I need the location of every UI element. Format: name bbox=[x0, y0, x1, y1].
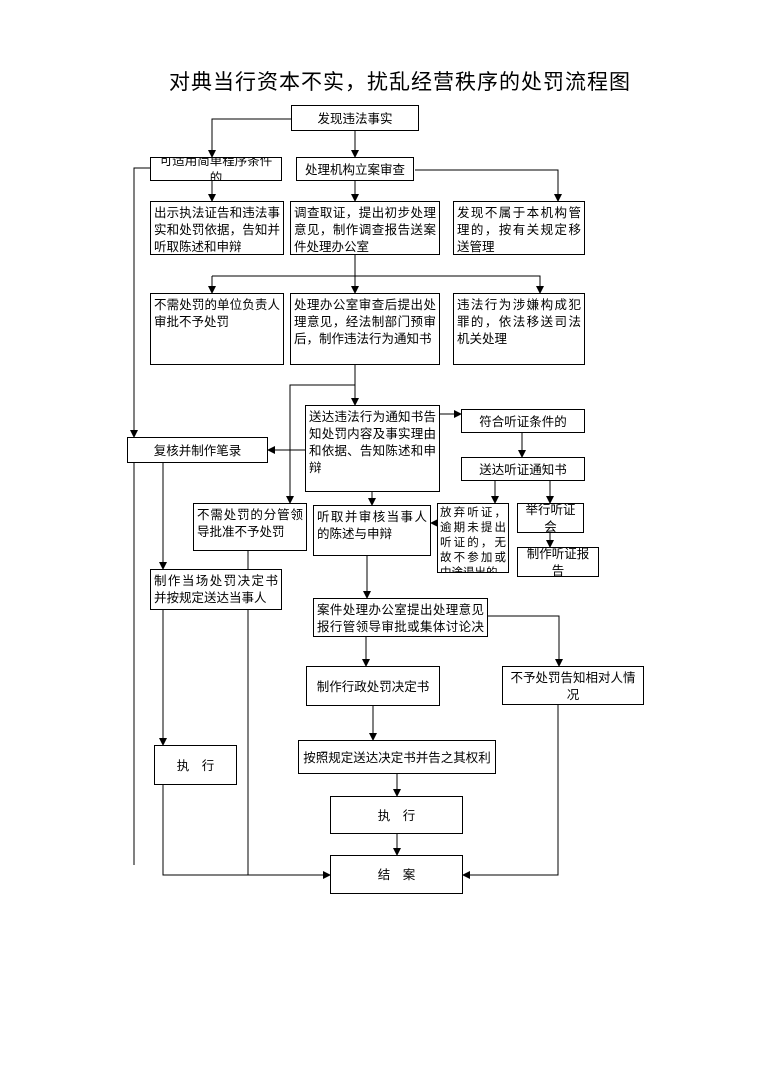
show-certificate-node: 出示执法证告和违法事实和处罚依据，告知并听取陈述和申辩 bbox=[150, 201, 284, 255]
page-title: 对典当行资本不实，扰乱经营秩序的处罚流程图 bbox=[169, 70, 631, 94]
hearing-report-node: 制作听证报告 bbox=[517, 547, 599, 577]
hold-hearing-node: 举行听证会 bbox=[517, 503, 584, 533]
deliver-decision-node: 按照规定送达决定书并告之其权利 bbox=[298, 740, 496, 774]
deliver-notice-node: 送达违法行为通知书告知处罚内容及事实理由和依据、告知陈述和申辩 bbox=[305, 405, 440, 492]
hearing-notice-node: 送达听证通知书 bbox=[461, 457, 585, 481]
no-penalty-leader-node: 不需处罚的分管领导批准不予处罚 bbox=[193, 503, 307, 551]
hearing-condition-node: 符合听证条件的 bbox=[461, 409, 585, 433]
office-review-node: 处理办公室审查后提出处理意见，经法制部门预审后，制作违法行为通知书 bbox=[290, 293, 440, 365]
no-penalty-unit-node: 不需处罚的单位负责人审批不予处罚 bbox=[150, 293, 284, 365]
office-opinion-node: 案件处理办公室提出处理意见报行管领导审批或集体讨论决定 bbox=[313, 598, 488, 637]
crime-transfer-node: 违法行为涉嫌构成犯罪的，依法移送司法机关处理 bbox=[453, 293, 585, 365]
discover-node: 发现违法事实 bbox=[291, 105, 419, 131]
onsite-decision-node: 制作当场处罚决定书并按规定送达当事人 bbox=[150, 569, 282, 610]
close-case-node: 结 案 bbox=[330, 855, 463, 894]
execute-main-node: 执 行 bbox=[330, 796, 463, 834]
review-record-node: 复核并制作笔录 bbox=[127, 437, 268, 463]
simple-procedure-node: 可适用简单程序条件的 bbox=[150, 157, 282, 181]
investigate-node: 调查取证，提出初步处理意见，制作调查报告送案件处理办公室 bbox=[290, 201, 440, 255]
case-review-node: 处理机构立案审查 bbox=[296, 157, 414, 181]
admin-decision-node: 制作行政处罚决定书 bbox=[306, 666, 440, 706]
give-up-hearing-node: 放弃听证，逾期未提出听证的，无故不参加或中途退出的 bbox=[437, 503, 509, 573]
not-jurisdiction-node: 发现不属于本机构管理的，按有关规定移送管理 bbox=[453, 201, 585, 255]
execute-left-node: 执 行 bbox=[154, 745, 237, 785]
no-penalty-inform-node: 不予处罚告知相对人情况 bbox=[502, 666, 644, 705]
hear-statement-node: 听取并审核当事人的陈述与申辩 bbox=[313, 505, 431, 556]
